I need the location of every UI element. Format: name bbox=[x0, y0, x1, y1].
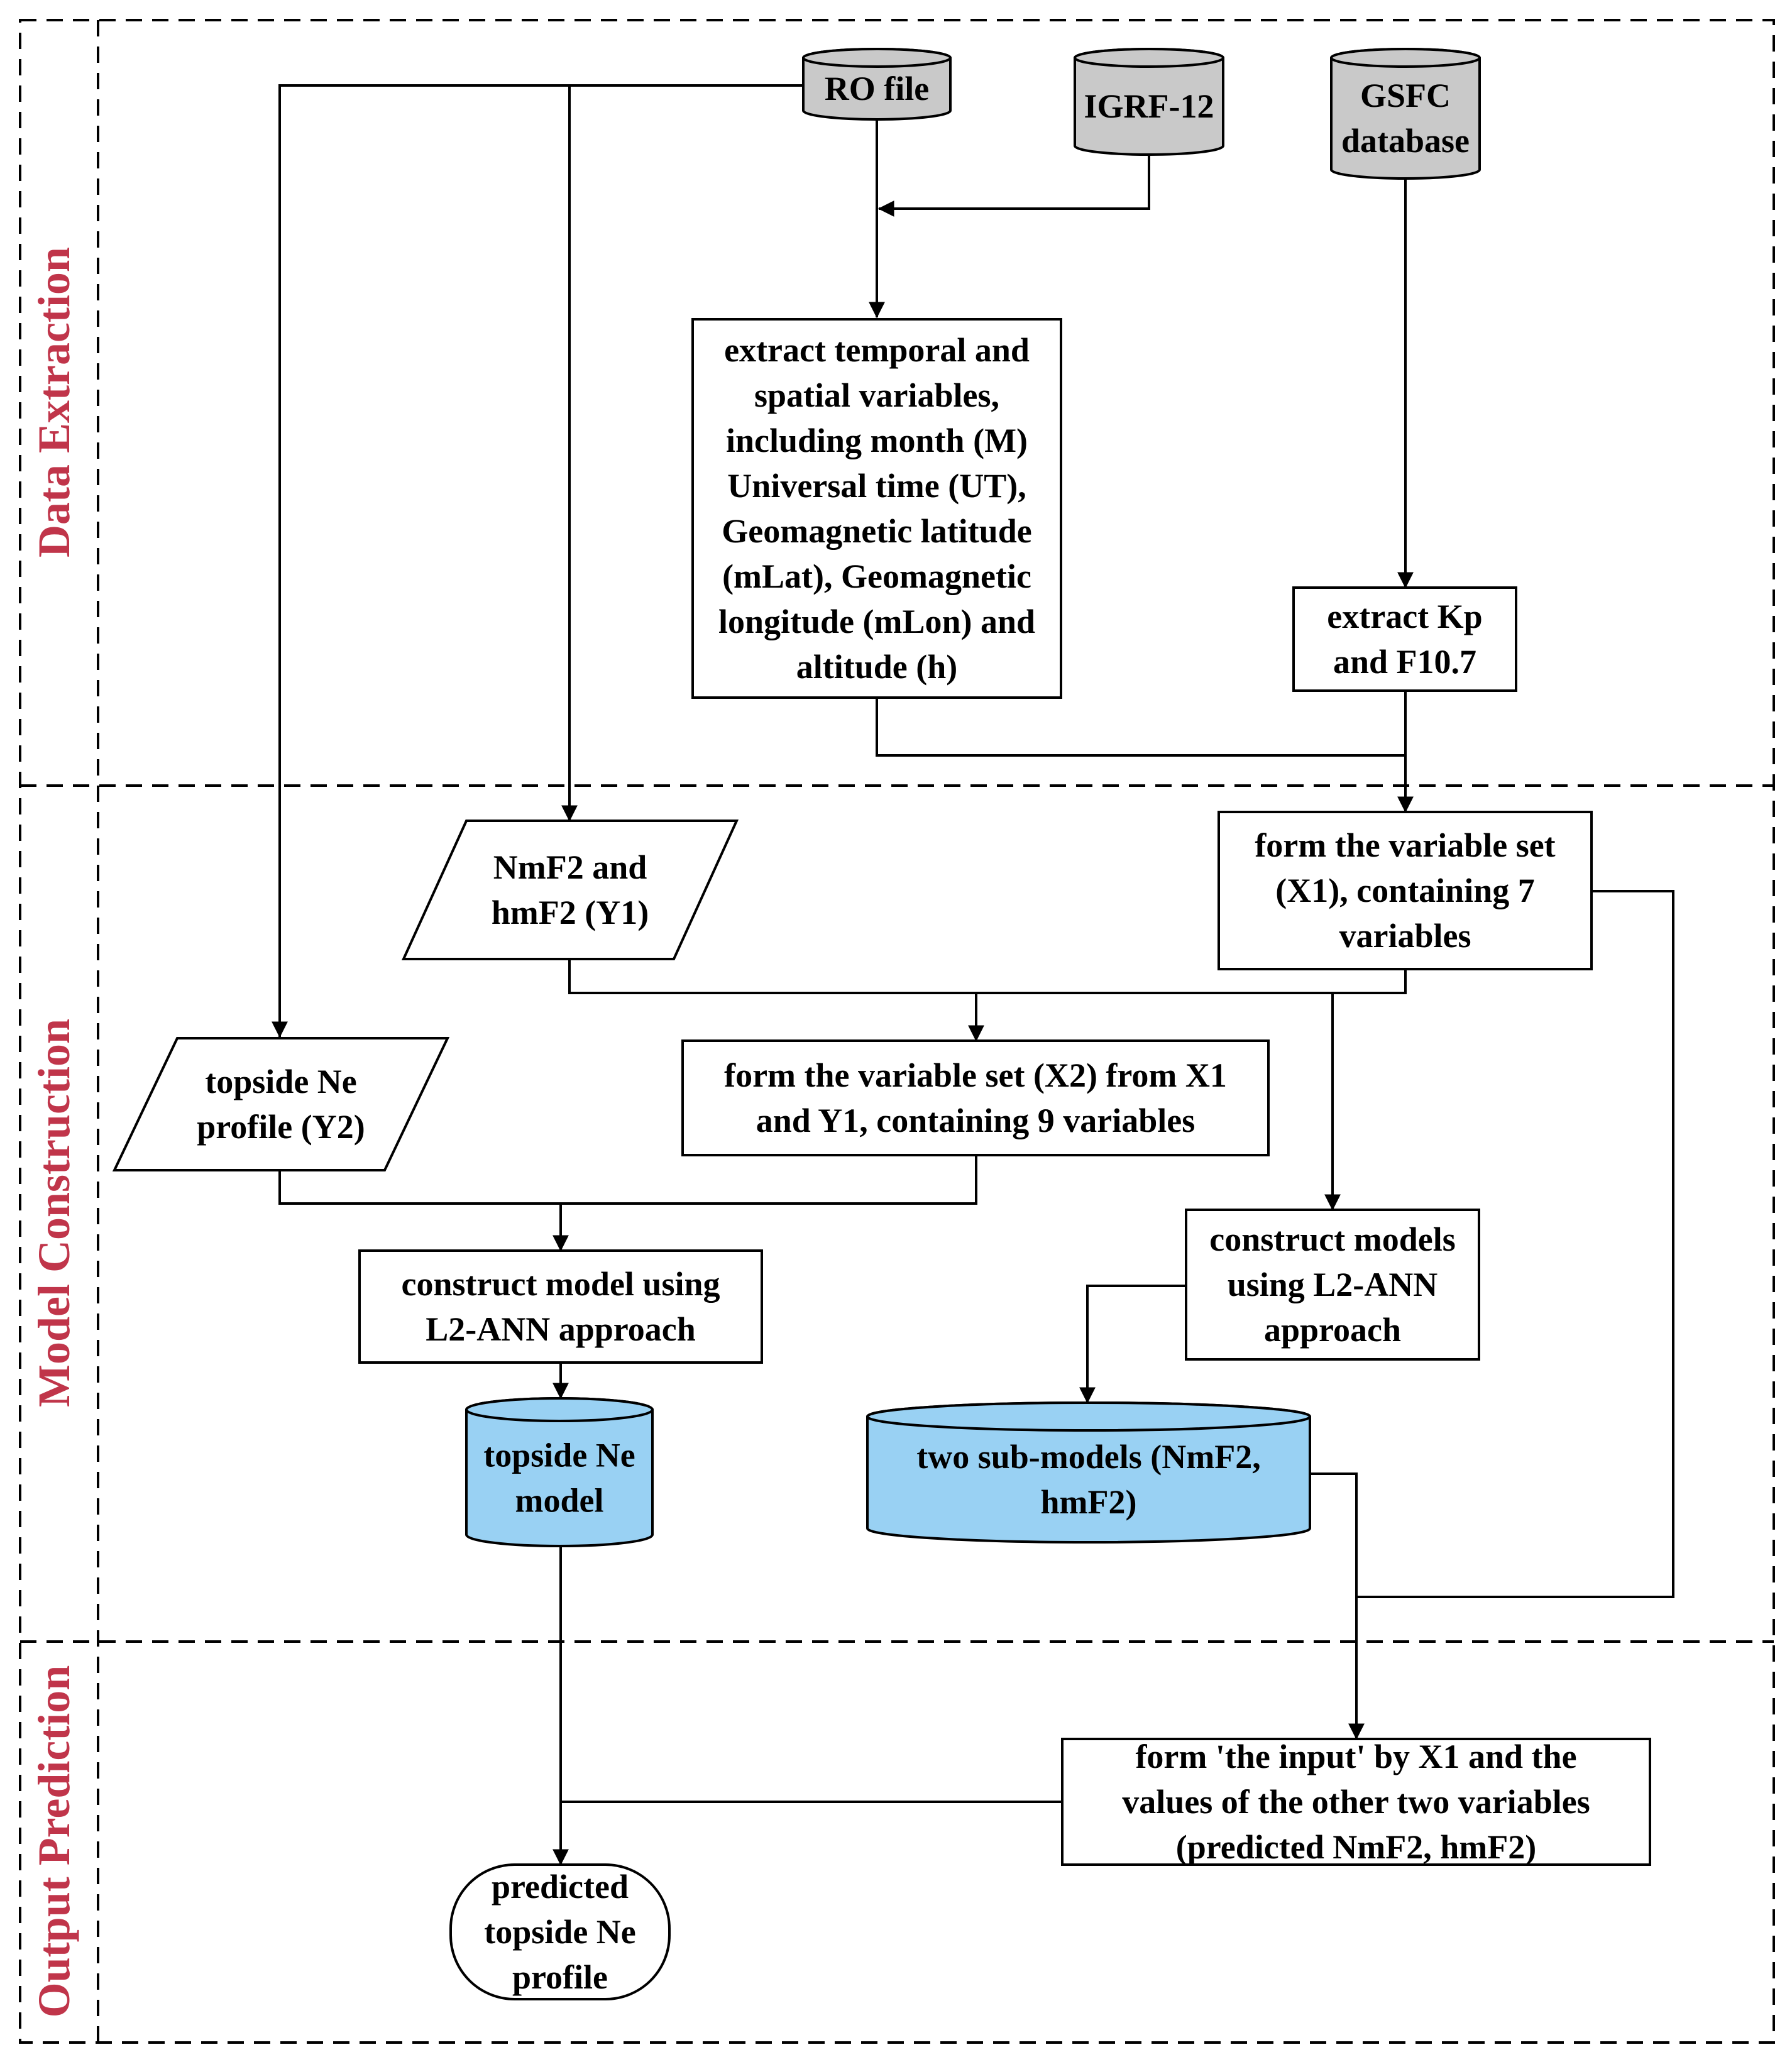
process-box bbox=[1185, 1209, 1480, 1361]
node-label-line: construct model using bbox=[401, 1265, 720, 1303]
edge-construct-models-to-submodels bbox=[1079, 1285, 1186, 1404]
database-cylinder-top bbox=[1330, 48, 1481, 68]
database-cylinder-top bbox=[1074, 48, 1224, 68]
terminal-shape bbox=[449, 1863, 671, 2000]
edge-submodels-to-form-input bbox=[1309, 1472, 1365, 1740]
node-predicted-topside-ne-profile: predicted topside Ne profile bbox=[449, 1863, 671, 2000]
node-label-line: hmF2) bbox=[1041, 1483, 1137, 1521]
node-label-line: IGRF-12 bbox=[1084, 87, 1214, 125]
node-label-line: including month (M) bbox=[726, 422, 1028, 459]
node-label-line: Geomagnetic latitude bbox=[722, 512, 1031, 550]
node-label-line: L2-ANN approach bbox=[426, 1310, 696, 1348]
node-label-line: model bbox=[515, 1482, 604, 1520]
node-gsfc-database: GSFC database bbox=[1330, 48, 1481, 180]
edge-ro-file-to-y2 bbox=[272, 84, 803, 1038]
node-label-line: altitude (h) bbox=[796, 648, 958, 686]
node-label-line: form 'the input' by X1 and the bbox=[1135, 1738, 1576, 1775]
process-box bbox=[681, 1039, 1270, 1156]
process-box bbox=[691, 318, 1062, 699]
node-igrf-12: IGRF-12 bbox=[1074, 48, 1224, 156]
lane-labels: Data Extraction Model Construction Outpu… bbox=[29, 247, 79, 2017]
database-cylinder-top bbox=[465, 1397, 654, 1422]
data-parallelogram bbox=[401, 820, 739, 960]
node-variable-set-x1: form the variable set (X1), containing 7 v… bbox=[1218, 811, 1593, 970]
node-label-line: Universal time (UT), bbox=[727, 467, 1026, 505]
process-box bbox=[358, 1249, 763, 1364]
node-label-line: form the variable set bbox=[1255, 826, 1555, 864]
node-label-line: longitude (mLon) and bbox=[718, 603, 1035, 640]
node-two-sub-models: two sub-models (NmF2, hmF2) bbox=[866, 1401, 1311, 1544]
node-label-line: RO file bbox=[825, 70, 929, 107]
node-label-line: construct models bbox=[1209, 1220, 1455, 1258]
node-construct-models-l2ann: construct models using L2-ANN approach bbox=[1185, 1209, 1480, 1361]
process-box bbox=[1218, 811, 1593, 970]
node-label-line: spatial variables, bbox=[754, 376, 999, 414]
node-extract-kp-f107: extract Kp and F10.7 bbox=[1292, 586, 1517, 692]
process-box bbox=[1061, 1738, 1651, 1866]
node-variable-set-x2: form the variable set (X2) from X1 and Y1… bbox=[681, 1039, 1270, 1156]
nodes: RO file IGRF-12 GSFC database extract tempor… bbox=[112, 48, 1651, 2000]
node-label-line: (predicted NmF2, hmF2) bbox=[1176, 1828, 1536, 1866]
edge-x1-loop bbox=[1356, 890, 1674, 1598]
node-label-line: and Y1, containing 9 variables bbox=[756, 1102, 1196, 1139]
database-cylinder-top bbox=[866, 1401, 1311, 1432]
node-form-the-input: form 'the input' by X1 and the values of … bbox=[1061, 1738, 1651, 1866]
edge-y2-x2-to-construct-model bbox=[278, 1155, 977, 1205]
node-label-line: NmF2 and bbox=[493, 848, 647, 886]
node-label-line: GSFC bbox=[1360, 77, 1451, 114]
node-label-line: two sub-models (NmF2, bbox=[916, 1438, 1261, 1476]
node-label-line: topside Ne bbox=[205, 1063, 357, 1100]
node-label-line: approach bbox=[1264, 1311, 1401, 1349]
node-label-line: topside Ne bbox=[484, 1913, 636, 1951]
node-label-line: profile (Y2) bbox=[197, 1108, 365, 1146]
lane-label-model-construction: Model Construction bbox=[29, 1019, 79, 1407]
node-label-line: variables bbox=[1339, 917, 1471, 955]
process-box bbox=[1292, 586, 1517, 692]
node-label-line: (X1), containing 7 bbox=[1275, 872, 1535, 909]
node-label-line: extract Kp bbox=[1327, 598, 1482, 635]
node-label-line: using L2-ANN bbox=[1228, 1266, 1438, 1303]
node-label-line: extract temporal and bbox=[724, 331, 1030, 369]
node-label-line: database bbox=[1341, 122, 1470, 160]
node-label-line: hmF2 (Y1) bbox=[492, 894, 649, 931]
node-ro-file: RO file bbox=[802, 48, 952, 121]
node-topside-ne-profile-y2: topside Ne profile (Y2) bbox=[112, 1037, 450, 1171]
edge-y1-to-x2 bbox=[568, 958, 1407, 994]
database-cylinder-top bbox=[802, 48, 952, 68]
outer-frame bbox=[19, 19, 1775, 2044]
node-label-line: predicted bbox=[492, 1868, 629, 1906]
node-extract-temporal-spatial: extract temporal and spatial variables, in… bbox=[691, 318, 1062, 699]
edge-extract-to-junction bbox=[876, 698, 1405, 757]
swimlane-frame bbox=[19, 19, 1775, 2044]
node-label-line: topside Ne bbox=[483, 1437, 635, 1474]
connectors bbox=[272, 84, 1674, 1866]
lane-label-output-prediction: Output Prediction bbox=[29, 1665, 79, 2018]
edge-igrf-to-extract bbox=[877, 153, 1150, 217]
node-label-line: (mLat), Geomagnetic bbox=[722, 557, 1031, 595]
node-label-line: profile bbox=[512, 1958, 608, 1996]
node-label-line: values of the other two variables bbox=[1122, 1783, 1590, 1821]
data-parallelogram bbox=[112, 1037, 450, 1171]
node-topside-ne-model: topside Ne model bbox=[465, 1397, 654, 1547]
node-nmf2-hmf2-y1: NmF2 and hmF2 (Y1) bbox=[401, 820, 739, 960]
node-label-line: form the variable set (X2) from X1 bbox=[724, 1056, 1227, 1094]
lane-label-data-extraction: Data Extraction bbox=[29, 247, 79, 557]
node-label-line: and F10.7 bbox=[1333, 643, 1476, 681]
